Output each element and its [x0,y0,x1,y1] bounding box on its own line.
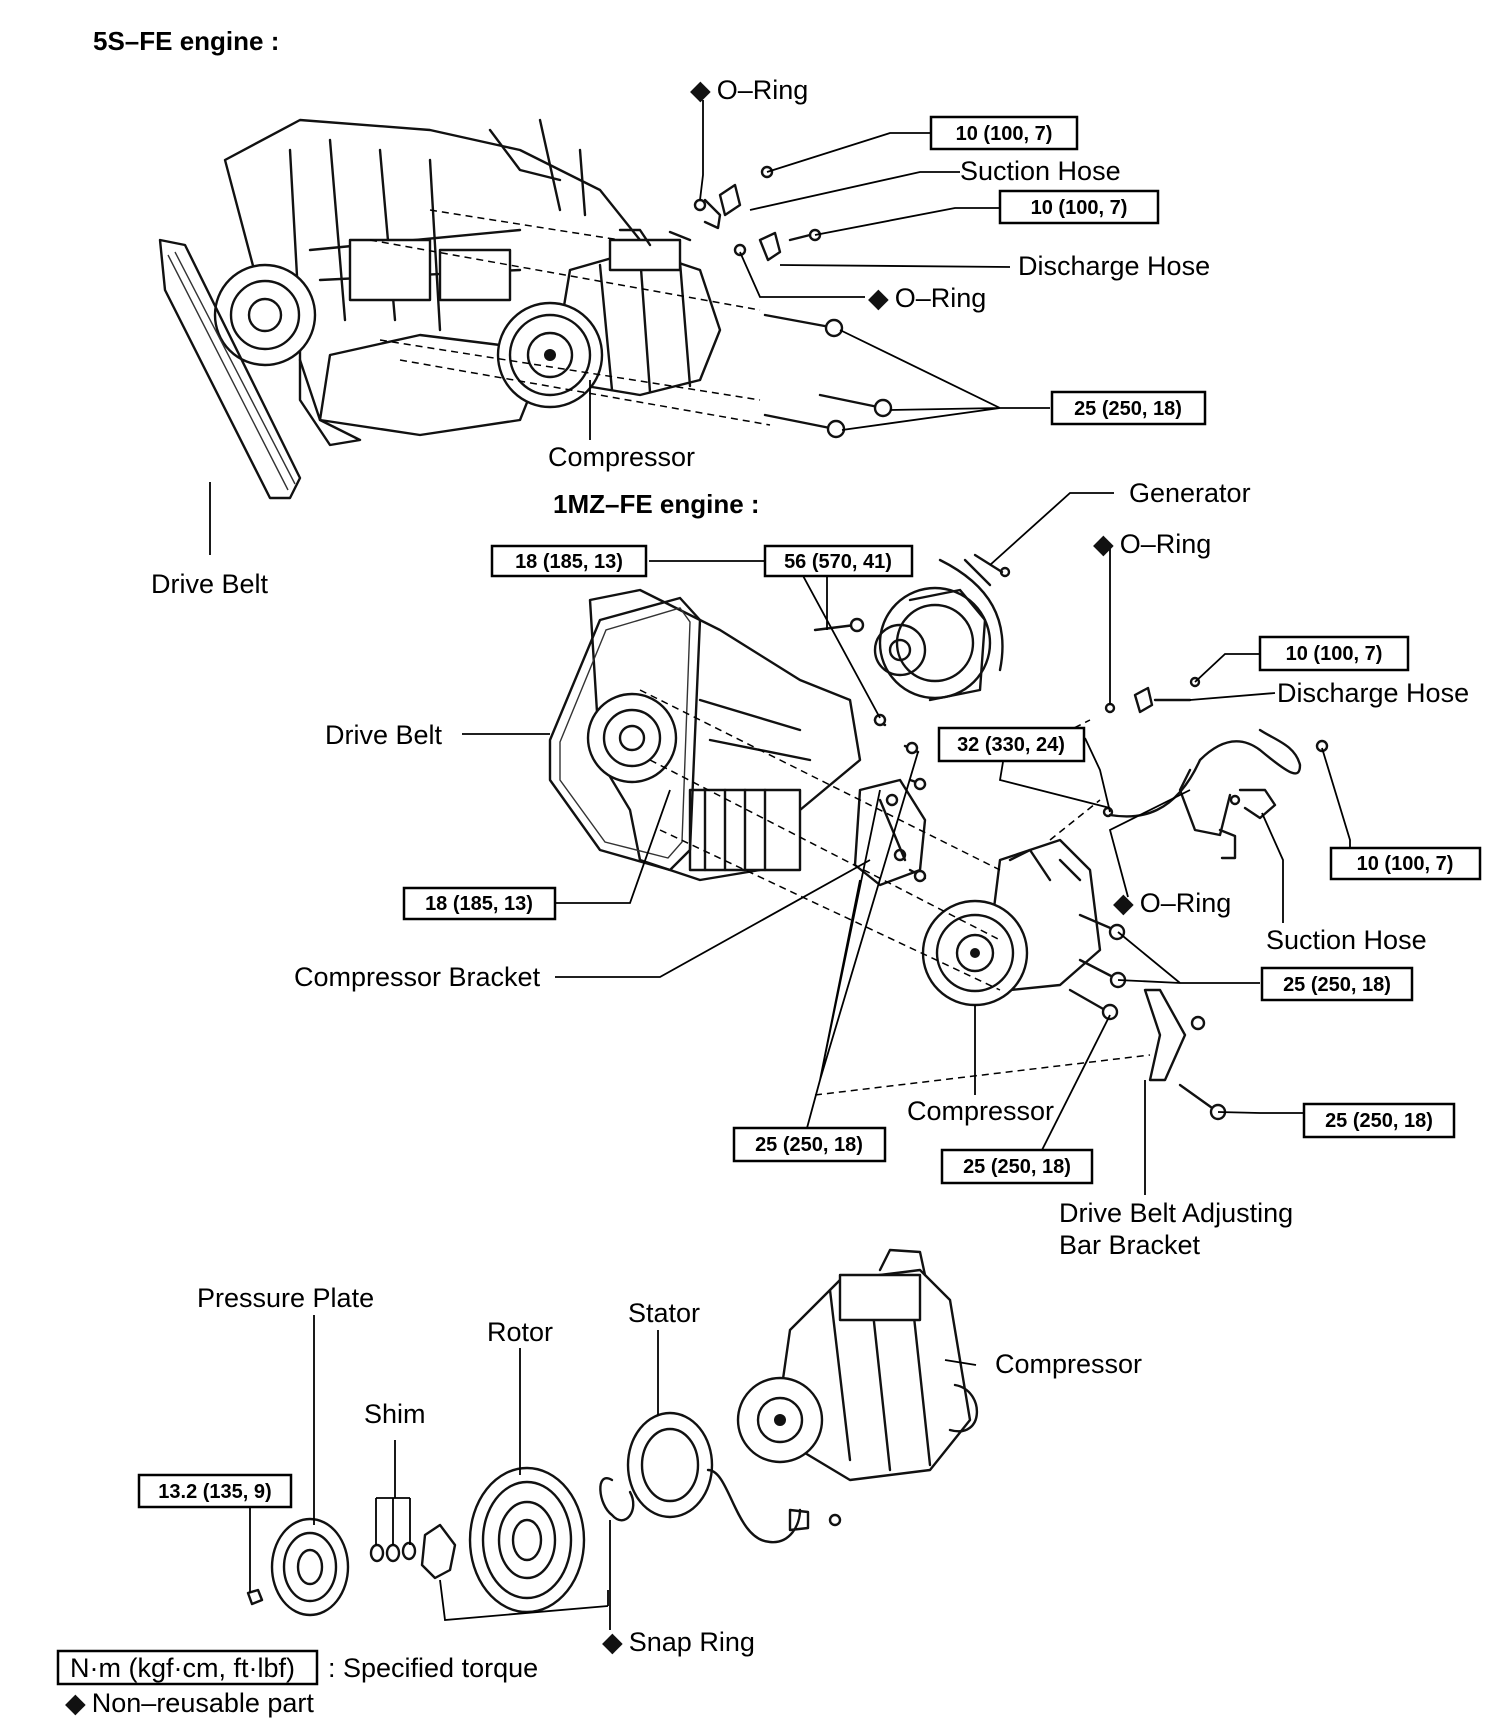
label-pressure-plate: Pressure Plate [197,1283,374,1313]
label-adjusting-bar-line2: Bar Bracket [1059,1230,1201,1260]
torque-box-1mz-bracket-bolts [732,1126,887,1163]
leaders-5s-fe [209,100,1050,555]
label-compressor-bracket: Compressor Bracket [294,962,541,992]
label-shim: Shim [364,1399,426,1429]
legend-unit-text: N·m (kgf·cm, ft·lbf) [70,1653,295,1683]
diamond-icon: ◆ [602,1627,623,1657]
heading-5s-fe: 5S–FE engine : [93,26,279,56]
torque-box-clutch-plate [137,1473,293,1509]
shim-part [369,1523,457,1580]
label-compressor-clutch: Compressor [995,1349,1142,1379]
torque-clutch-plate: 13.2 (135, 9) [158,1481,271,1503]
compressor-clutch-unit [736,1248,979,1482]
diamond-icon: ◆ [1113,888,1134,918]
compressor-5s-fe [496,228,722,409]
legend-unit-desc: : Specified torque [328,1653,538,1683]
torque-1mz-adjbar-bolt: 25 (250, 18) [1325,1110,1433,1132]
label-o-ring-5s-mid: ◆O–Ring [868,283,986,313]
torque-1mz-comp-upper: 25 (250, 18) [1283,974,1391,996]
diamond-icon: ◆ [1093,529,1114,559]
label-suction-hose-1mz: Suction Hose [1266,925,1427,955]
engine-block-5s-fe [213,118,657,447]
label-compressor-5s: Compressor [548,442,695,472]
torque-1mz-discharge: 10 (100, 7) [1286,643,1383,665]
torque-box-1mz-pipe [937,726,1086,763]
generator [873,553,1011,702]
adjusting-bar-bracket [1143,988,1206,1082]
torque-1mz-pipe: 32 (330, 24) [957,734,1065,756]
drive-belt-5s-fe [158,238,302,500]
label-stator: Stator [628,1298,700,1328]
compressor-bracket [853,778,927,887]
torque-box-1mz-suction [1329,846,1482,881]
torque-5s-discharge: 10 (100, 7) [1031,197,1128,219]
diamond-icon: ◆ [65,1688,86,1718]
torque-box-1mz-bracket-lower [402,886,557,921]
label-drive-belt-5s: Drive Belt [151,569,269,599]
torque-box-5s-discharge [998,189,1160,225]
torque-box-1mz-adjbar-bolt [1302,1102,1456,1139]
torque-box-1mz-comp-upper [1260,966,1414,1002]
leaders-clutch [249,1315,977,1630]
label-o-ring-5s-top: ◆O–Ring [690,75,808,105]
mount-bolts-5s-fe [763,313,893,439]
legend-unit-box [56,1649,319,1686]
label-adjusting-bar-line1: Drive Belt Adjusting [1059,1198,1293,1228]
torque-5s-suction: 10 (100, 7) [956,123,1053,145]
torque-1mz-bracket-bolts: 25 (250, 18) [755,1134,863,1156]
torque-1mz-bracket-upper: 18 (185, 13) [515,551,623,573]
heading-1mz-fe: 1MZ–FE engine : [553,489,760,519]
torque-box-1mz-generator [763,544,914,578]
torque-box-1mz-bracket-upper [490,544,648,578]
compressor-1mz-fe [921,838,1102,1007]
diamond-icon: ◆ [690,75,711,105]
torque-1mz-generator: 56 (570, 41) [784,551,892,573]
pipes-1mz-fe [1102,676,1329,860]
diamond-icon: ◆ [868,283,889,313]
hose-fittings-5s-fe [693,165,822,262]
torque-box-1mz-discharge [1258,635,1410,672]
label-snap-ring: ◆Snap Ring [602,1627,755,1657]
torque-1mz-suction: 10 (100, 7) [1357,853,1454,875]
label-compressor-1mz: Compressor [907,1096,1054,1126]
drive-belt-1mz-fe [548,596,702,872]
torque-1mz-comp-lower: 25 (250, 18) [963,1156,1071,1178]
pressure-plate-part [246,1517,350,1617]
legend-nonreusable: ◆Non–reusable part [65,1688,314,1718]
torque-5s-mount: 25 (250, 18) [1074,398,1182,420]
stator-part [626,1411,842,1544]
label-generator: Generator [1129,478,1251,508]
label-o-ring-1mz-mid: ◆O–Ring [1113,888,1231,918]
snap-ring-part [599,1477,635,1522]
label-suction-hose-5s: Suction Hose [960,156,1121,186]
leaders-1mz-fe [462,492,1351,1195]
torque-box-5s-suction [929,115,1079,151]
label-drive-belt-1mz: Drive Belt [325,720,443,750]
rotor-part [468,1466,586,1614]
label-discharge-hose-1mz: Discharge Hose [1277,678,1469,708]
torque-box-5s-mount [1050,390,1207,426]
label-discharge-hose-5s: Discharge Hose [1018,251,1210,281]
label-rotor: Rotor [487,1317,553,1347]
legend: N·m (kgf·cm, ft·lbf) : Specified torque … [56,1649,538,1718]
torque-box-1mz-comp-lower [940,1148,1094,1185]
label-o-ring-1mz-top: ◆O–Ring [1093,529,1211,559]
torque-1mz-bracket-lower: 18 (185, 13) [425,893,533,915]
